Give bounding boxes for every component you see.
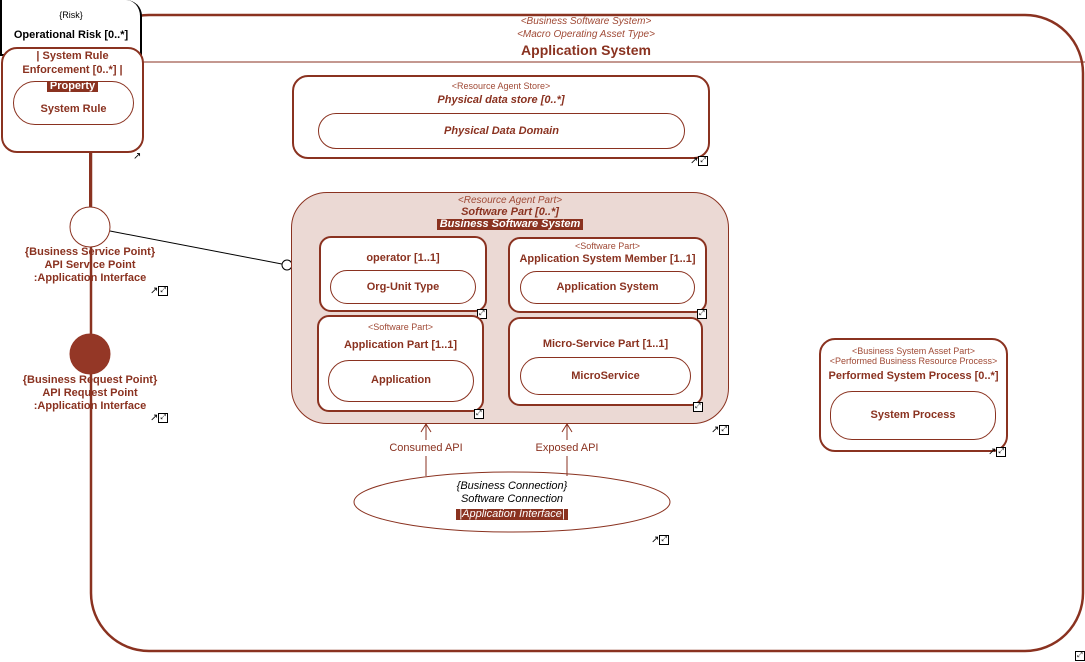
- operator-title: operator [1..1]: [366, 252, 440, 264]
- request-point-circle[interactable]: [69, 333, 111, 375]
- risk-stereotype: {Risk}: [59, 10, 83, 20]
- app-system-stereotype-2: <Macro Operating Asset Type>: [517, 29, 655, 40]
- connection-stereotype: {Business Connection}: [456, 480, 568, 492]
- software-part-badge-wrap: Business Software System: [291, 219, 729, 230]
- microservice-pill[interactable]: [520, 357, 691, 395]
- physical-data-domain-pill[interactable]: [318, 113, 685, 149]
- data-store-stereotype: <Resource Agent Store>: [451, 81, 551, 91]
- data-store-title: Physical data store [0..*]: [437, 94, 565, 106]
- rule-title-line1: | System Rule: [36, 50, 109, 62]
- org-unit-type-pill[interactable]: [330, 270, 476, 304]
- process-stereotype-1: <Business System Asset Part>: [851, 346, 976, 356]
- microservice-label: MicroService: [571, 370, 640, 382]
- member-title: Application System Member [1..1]: [519, 253, 696, 265]
- system-rule-pill[interactable]: [13, 81, 134, 125]
- app-part-stereotype: <Software Part>: [367, 322, 434, 332]
- property-badge: Property: [46, 81, 99, 92]
- exposed-api-label: Exposed API: [535, 442, 599, 454]
- service-point-circle[interactable]: [69, 206, 111, 248]
- system-process-label: System Process: [870, 409, 956, 421]
- micro-title: Micro-Service Part [1..1]: [542, 338, 669, 350]
- application-system-label: Application System: [556, 281, 659, 293]
- service-point-connector: [109, 230, 288, 266]
- software-part-icons[interactable]: ↗⤢: [711, 425, 730, 436]
- connection-type-badge: |Application Interface|: [456, 509, 568, 520]
- application-system-frame[interactable]: [89, 13, 1085, 653]
- member-stereotype: <Software Part>: [574, 241, 641, 251]
- system-process-pill[interactable]: [830, 391, 996, 440]
- physical-data-domain-label: Physical Data Domain: [444, 125, 559, 137]
- software-part-stereotype: <Resource Agent Part>: [457, 195, 563, 206]
- exposed-api-arrowhead: [561, 423, 573, 433]
- app-system-stereotype-1: <Business Software System>: [520, 16, 652, 27]
- application-pill[interactable]: [328, 360, 474, 402]
- micro-icon[interactable]: ⤢: [693, 402, 703, 413]
- risk-title: Operational Risk [0..*]: [13, 29, 129, 41]
- app-system-title: Application System: [521, 42, 651, 58]
- connection-icons[interactable]: ↗⤢: [651, 535, 670, 546]
- rule-connector-line: [89, 153, 92, 207]
- rule-expand-icon[interactable]: ↗: [133, 151, 142, 162]
- software-part-badge: Business Software System: [436, 219, 584, 230]
- rule-badge-wrap: Property: [1, 81, 144, 92]
- application-system-pill[interactable]: [520, 271, 695, 304]
- software-connection-ellipse[interactable]: [353, 471, 671, 533]
- consumed-api-label: Consumed API: [389, 442, 463, 454]
- app-part-icon[interactable]: ⤢: [474, 409, 484, 420]
- system-rule-label: System Rule: [40, 103, 107, 115]
- connection-badge-wrap: |Application Interface|: [360, 509, 664, 520]
- request-point-stereotype: {Business Request Point}: [22, 374, 158, 386]
- service-point-stereotype: {Business Service Point}: [24, 246, 156, 258]
- service-point-name: API Service Point: [44, 259, 136, 271]
- application-label: Application: [371, 374, 431, 386]
- service-point-type: :Application Interface: [33, 272, 147, 284]
- operator-icon[interactable]: ⤢: [477, 309, 487, 320]
- connection-name: Software Connection: [460, 493, 564, 505]
- consumed-api-arrowhead: [420, 423, 432, 433]
- app-system-icon[interactable]: ⤢: [1075, 651, 1085, 662]
- org-unit-type-label: Org-Unit Type: [366, 281, 440, 293]
- service-point-icons[interactable]: ↗⤢: [150, 286, 169, 297]
- request-point-name: API Request Point: [42, 387, 138, 399]
- process-icons[interactable]: ↗⤢: [988, 447, 1007, 458]
- process-stereotype-2: <Performed Business Resource Process>: [829, 356, 998, 366]
- request-point-type: :Application Interface: [33, 400, 147, 412]
- physical-data-store-box[interactable]: [292, 75, 710, 159]
- data-store-icons[interactable]: ↗⤢: [690, 156, 709, 167]
- member-icon[interactable]: ⤢: [697, 309, 707, 320]
- app-part-title: Application Part [1..1]: [343, 339, 458, 351]
- process-title: Performed System Process [0..*]: [828, 370, 999, 382]
- rule-title-line2: Enforcement [0..*] |: [22, 64, 123, 76]
- software-part-title: Software Part [0..*]: [461, 206, 559, 218]
- request-point-icons[interactable]: ↗⤢: [150, 413, 169, 424]
